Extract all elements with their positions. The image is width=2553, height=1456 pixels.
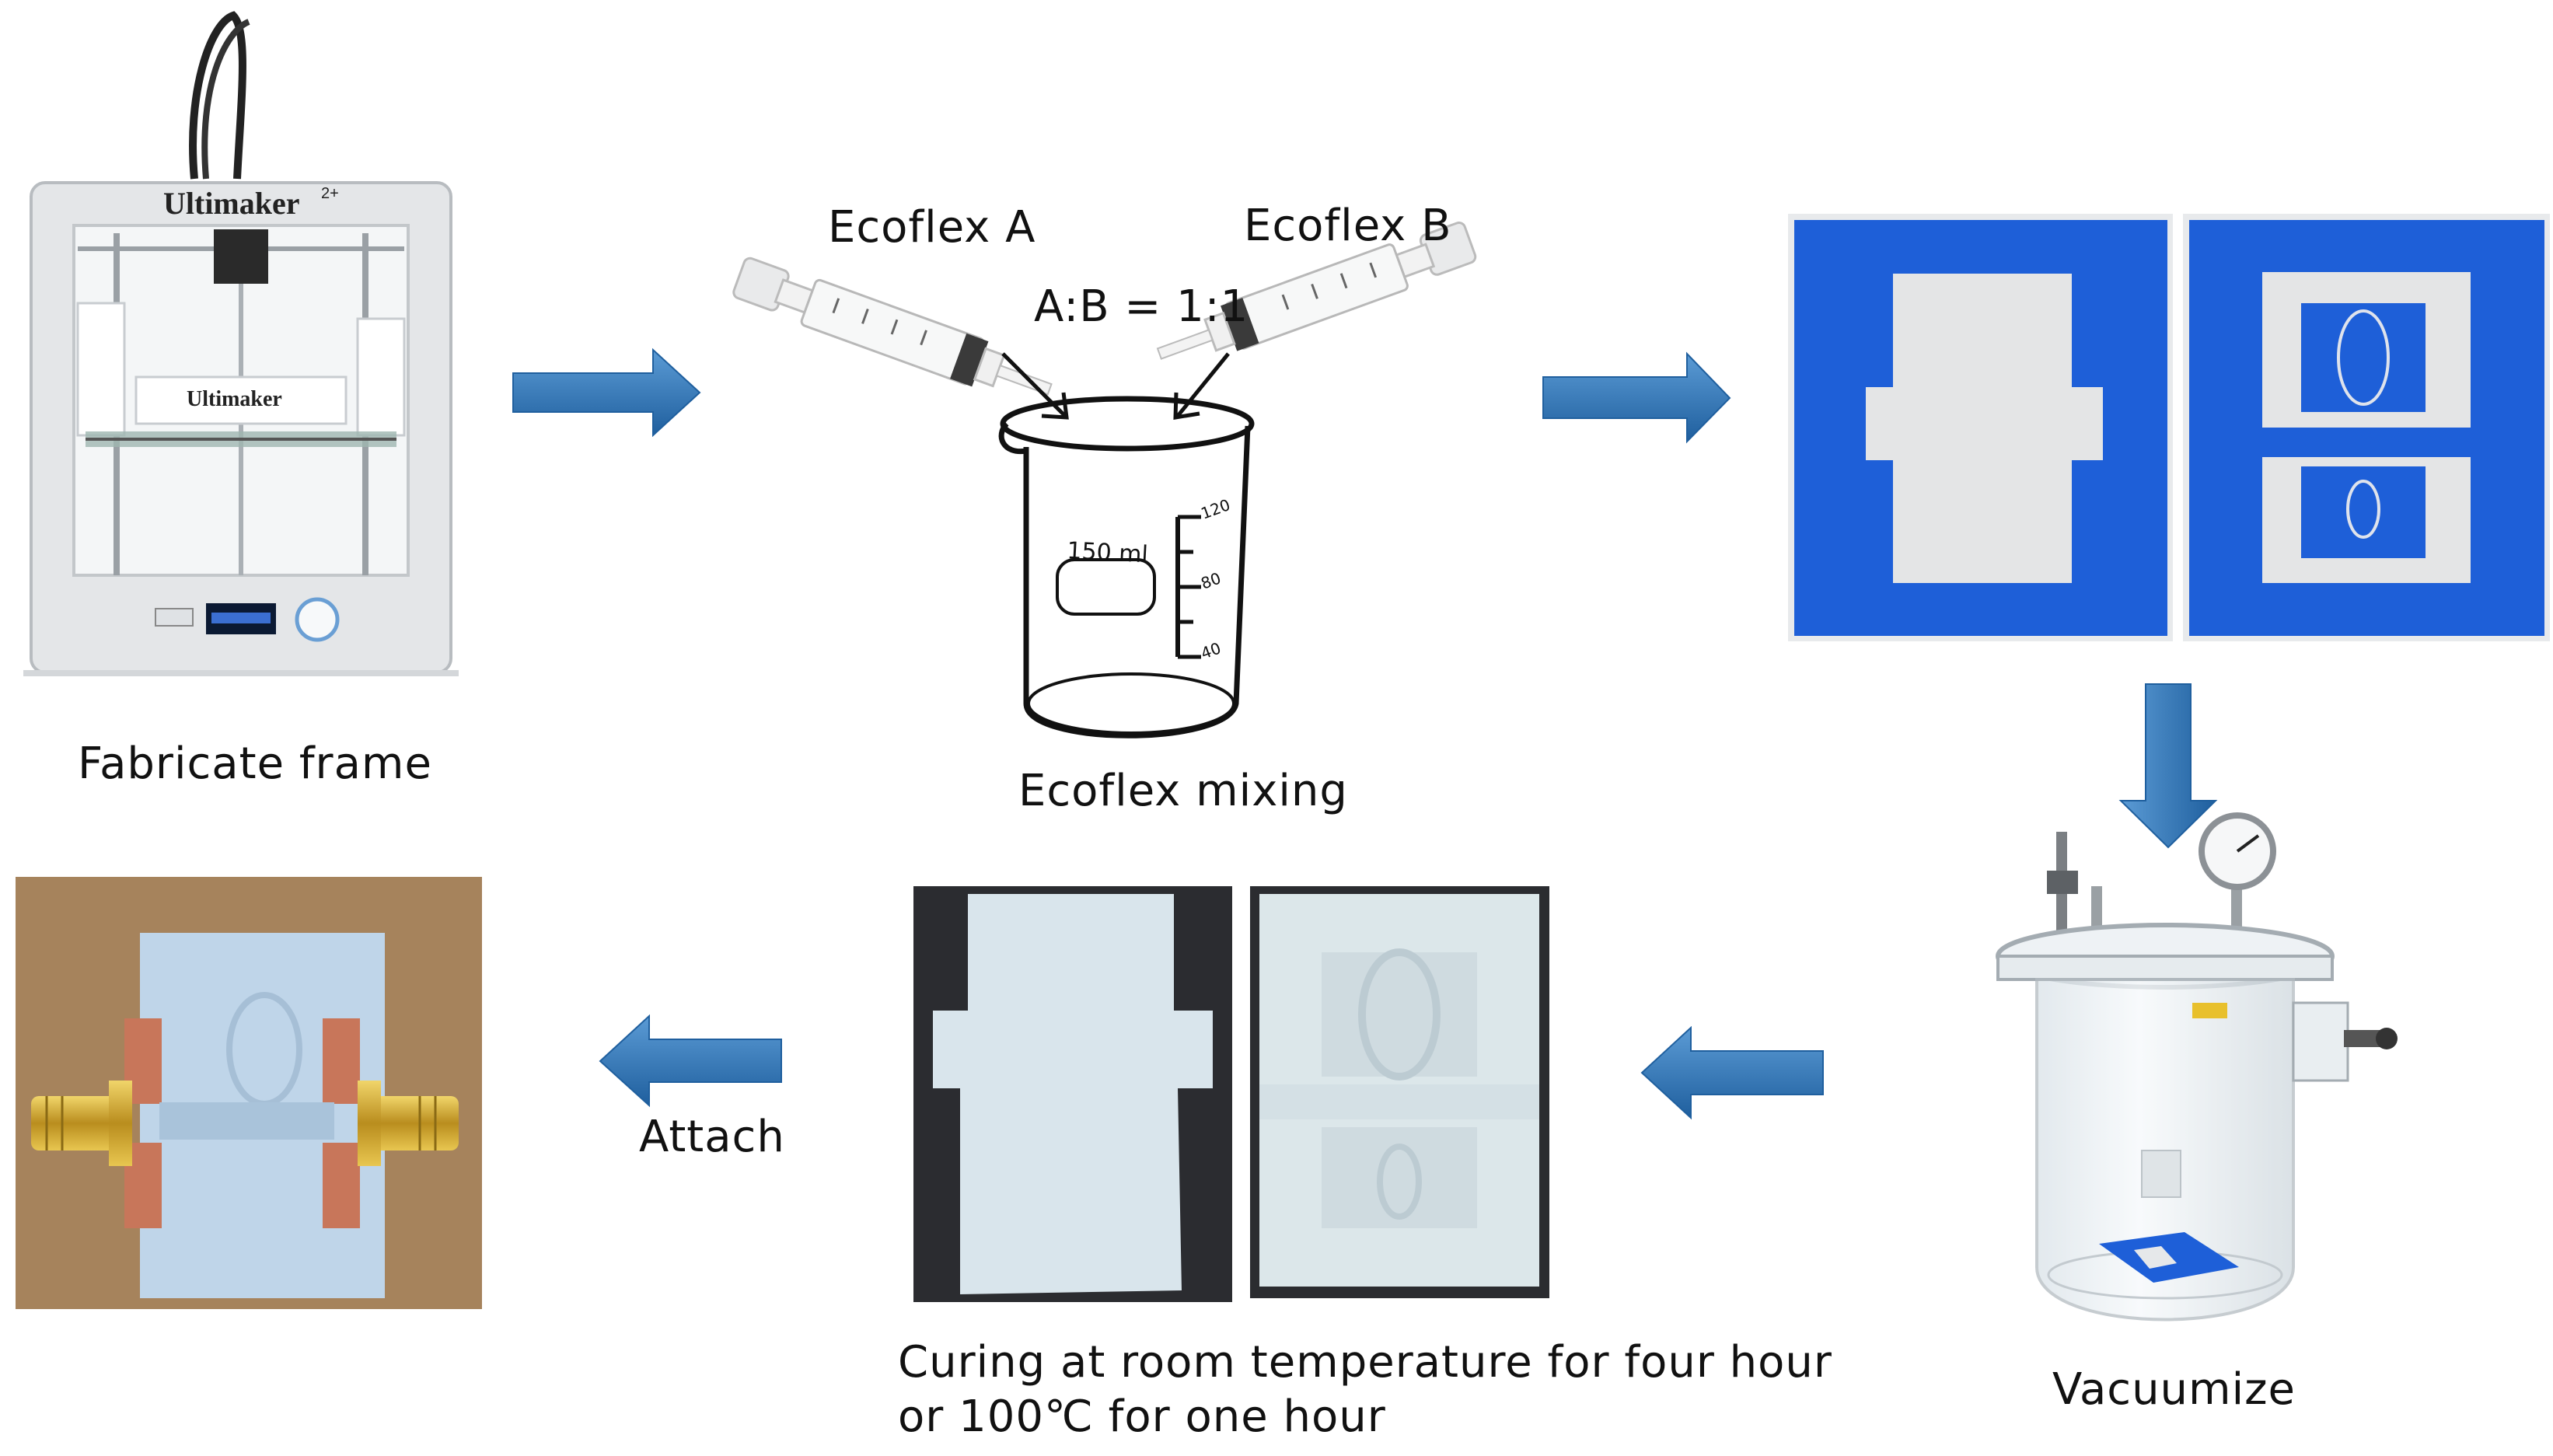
ecoflex-b-label: Ecoflex B (1244, 201, 1452, 251)
cured-sample-photos (913, 886, 1549, 1302)
curing-label-line1: Curing at room temperature for four hour (898, 1337, 1832, 1388)
printer-brand-text: Ultimaker (163, 186, 300, 221)
arrow-right-icon (1542, 351, 1731, 444)
mold-photos (1788, 214, 2550, 641)
curing-label-line2: or 100℃ for one hour (898, 1391, 1386, 1442)
vacuum-chamber-image (1996, 812, 2398, 1322)
printer-model-text: 2+ (321, 185, 339, 202)
attach-label: Attach (639, 1112, 785, 1162)
arrow-down-icon (2118, 683, 2218, 849)
fabricate-frame-label: Fabricate frame (78, 738, 432, 789)
printer-panel-brand-text: Ultimaker (187, 387, 282, 411)
final-sensor-photo (16, 877, 482, 1309)
beaker-mark-40: 40 (1199, 638, 1224, 662)
syringe-a-image (732, 257, 1053, 396)
mix-ratio-label: A:B = 1:1 (1034, 281, 1249, 332)
arrow-left-icon (1640, 1025, 1824, 1120)
ecoflex-mixing-label: Ecoflex mixing (1018, 766, 1348, 816)
beaker-mark-120: 120 (1199, 495, 1233, 523)
beaker-mark-80: 80 (1199, 568, 1224, 592)
arrow-left-icon (599, 1014, 782, 1108)
beaker-volume-text: 150 ml (1067, 537, 1149, 568)
printer-image (23, 11, 459, 676)
syringe-b-image (1156, 222, 1477, 360)
ecoflex-a-label: Ecoflex A (828, 202, 1036, 253)
beaker-image (998, 396, 1255, 738)
arrow-right-icon (512, 347, 701, 438)
vacuumize-label: Vacuumize (2052, 1364, 2296, 1415)
